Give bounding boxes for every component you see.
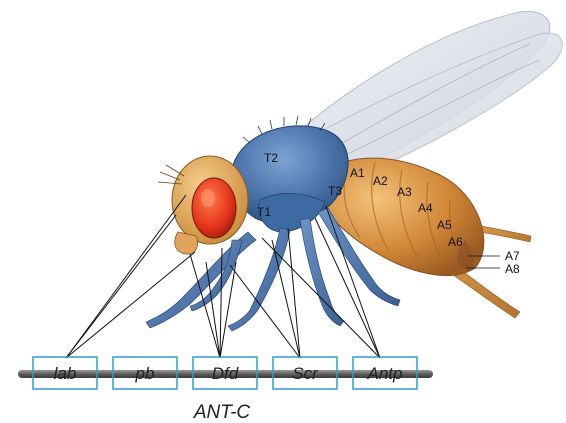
segment-label-a3: A3	[397, 185, 412, 199]
segment-label-t2: T2	[264, 151, 278, 165]
segment-label-a4: A4	[418, 201, 433, 215]
line-lab-1	[66, 195, 186, 358]
gene-label-dfd: Dfd	[212, 364, 239, 383]
gene-label-scr: Scr	[292, 364, 319, 383]
line-lab-2	[66, 215, 176, 358]
segment-label-a8: A8	[505, 262, 520, 276]
complex-label: ANT-C	[193, 402, 251, 423]
gene-label-pb: pb	[135, 364, 155, 383]
segment-label-a1: A1	[350, 166, 365, 180]
gene-label-lab: lab	[54, 364, 77, 383]
line-antp-1	[262, 238, 380, 358]
segment-label-a5: A5	[437, 218, 452, 232]
segment-label-t1: T1	[257, 205, 271, 219]
segment-label-t3: T3	[328, 184, 342, 198]
compound-eye	[192, 178, 236, 238]
segment-label-a2: A2	[373, 174, 388, 188]
head	[158, 156, 248, 254]
segment-label-a7: A7	[505, 249, 520, 263]
gene-label-antp: Antp	[367, 364, 403, 383]
line-scr-2	[272, 240, 300, 358]
line-scr-3	[288, 228, 300, 358]
segment-label-a6: A6	[448, 235, 463, 249]
